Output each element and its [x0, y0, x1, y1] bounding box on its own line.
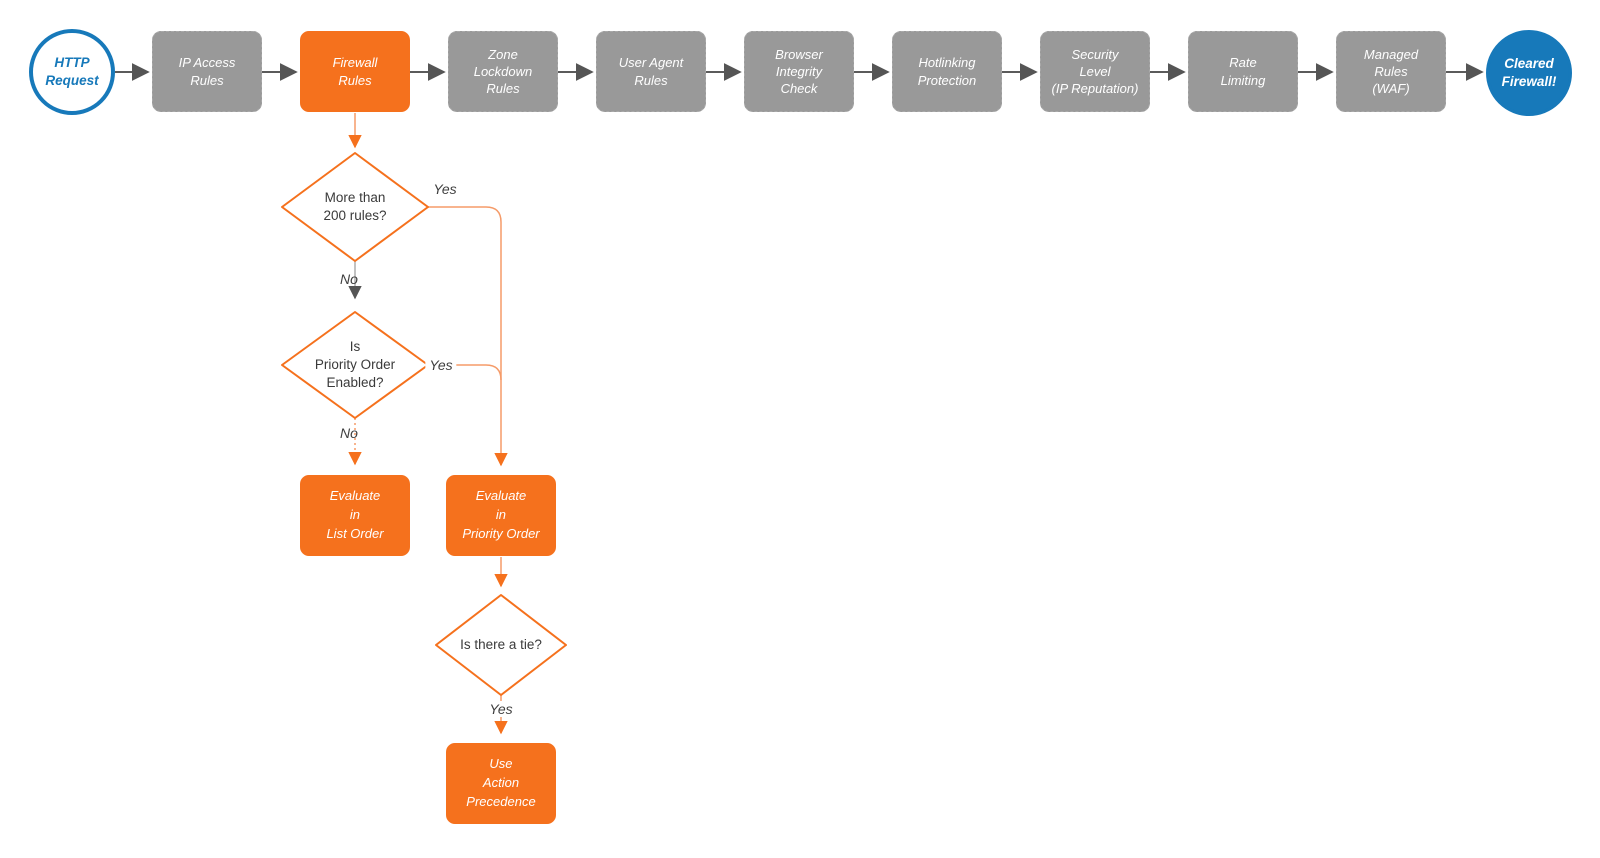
stage-security-level: Security Level (IP Reputation) — [1040, 31, 1150, 112]
stage-browser-integrity-check: Browser Integrity Check — [744, 31, 854, 112]
edge-label-yes-priority: Yes — [425, 357, 457, 373]
stage-managed-rules-waf: Managed Rules (WAF) — [1336, 31, 1446, 112]
start-node-http-request: HTTP Request — [29, 29, 115, 115]
decision-tie-label: Is there a tie? — [460, 636, 542, 652]
decision-200-rules-shape — [281, 152, 429, 262]
end-node-cleared-firewall: Cleared Firewall! — [1486, 30, 1572, 116]
action-use-action-precedence: Use Action Precedence — [446, 743, 556, 824]
decision-priority-order-label: Is Priority Order Enabled? — [314, 338, 396, 391]
stage-rate-limiting: Rate Limiting — [1188, 31, 1298, 112]
stage-ip-access-rules: IP Access Rules — [152, 31, 262, 112]
action-evaluate-priority-order: Evaluate in Priority Order — [446, 475, 556, 556]
action-evaluate-list-order: Evaluate in List Order — [300, 475, 410, 556]
stage-user-agent-rules: User Agent Rules — [596, 31, 706, 112]
decision-200-rules-label: More than 200 rules? — [323, 189, 387, 223]
edge-label-no-priority: No — [340, 425, 358, 441]
edge-200rules-yes-to-evaluate-priority — [428, 206, 508, 467]
stage-hotlinking-protection: Hotlinking Protection — [892, 31, 1002, 112]
edge-label-yes-200rules: Yes — [433, 181, 457, 197]
stage-firewall-rules: Firewall Rules — [300, 31, 410, 112]
stage-zone-lockdown-rules: Zone Lockdown Rules — [448, 31, 558, 112]
edge-label-yes-tie: Yes — [485, 701, 517, 717]
edge-label-no-200rules: No — [340, 271, 358, 287]
decision-tie-shape — [435, 594, 567, 696]
